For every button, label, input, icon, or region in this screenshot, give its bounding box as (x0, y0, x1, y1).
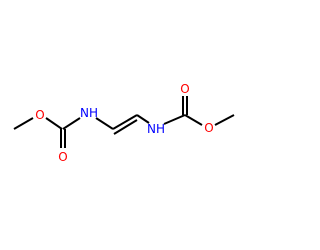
atom-nh-right: NH (147, 122, 165, 136)
molecule-drawing: O O NH NH O O (13, 82, 235, 164)
bond-carbonyl-o-right (184, 114, 203, 126)
atom-carbonyl-oxygen-left: O (58, 150, 67, 164)
atom-ester-oxygen-right: O (204, 121, 213, 135)
bond-o-methyl-right (214, 114, 235, 126)
bond-vinyl-double-a (112, 114, 138, 130)
atom-nh-left: NH (80, 106, 98, 120)
bond-vinyl-n-right (136, 114, 150, 124)
atom-carbonyl-oxygen-right: O (180, 82, 189, 96)
bond-methyl-o-left (13, 117, 34, 130)
atom-ester-oxygen-left: O (35, 108, 44, 122)
bond-o-carbonyl-c-left (45, 117, 63, 130)
bond-n-carbonyl-right (163, 114, 186, 125)
bond-carbonyl-n-left (62, 117, 81, 130)
bond-n-vinyl-left (95, 117, 114, 130)
structure-canvas: O O NH NH O O (13, 82, 235, 164)
bond-vinyl-double-b (113, 119, 138, 135)
